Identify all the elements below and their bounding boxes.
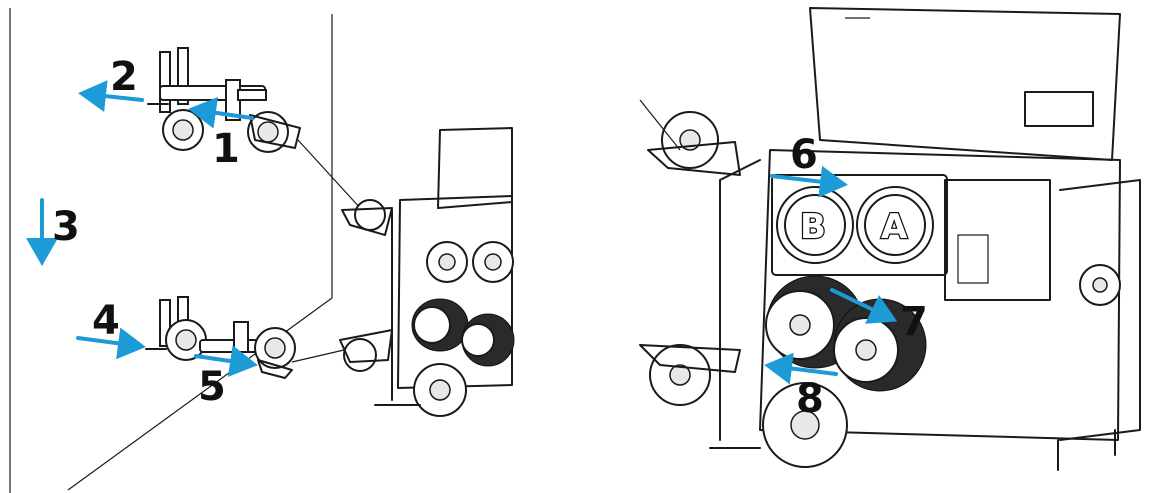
machine-front-frame bbox=[719, 159, 761, 441]
cart-arm bbox=[249, 114, 301, 149]
spool-plate bbox=[771, 174, 948, 276]
arrow-step-4 bbox=[76, 327, 146, 360]
step-number-3: 3 bbox=[52, 204, 80, 250]
spool-label-b: B bbox=[800, 207, 826, 247]
arrow-step-6 bbox=[770, 165, 848, 198]
upper-cart bbox=[147, 47, 301, 153]
step-number-8: 8 bbox=[796, 376, 824, 422]
spool-hub bbox=[484, 253, 502, 271]
side-wheel bbox=[354, 199, 386, 231]
cart-post bbox=[159, 51, 171, 113]
control-panel bbox=[944, 179, 1051, 301]
step-number-7: 7 bbox=[900, 299, 928, 345]
cart-bracket bbox=[237, 89, 267, 101]
drive-roll bbox=[461, 323, 495, 357]
side-wheel-hub bbox=[669, 364, 691, 386]
drive-roll-hub bbox=[789, 314, 811, 336]
drive-roll bbox=[413, 306, 451, 344]
arrow-step-8 bbox=[764, 352, 838, 385]
wheel-hub bbox=[257, 121, 279, 143]
step-number-5: 5 bbox=[198, 364, 226, 410]
machine-body bbox=[397, 195, 513, 389]
wheel-hub bbox=[264, 337, 286, 359]
left-panel: 2 1 3 4 5 bbox=[9, 8, 515, 493]
wheel-hub bbox=[175, 329, 197, 351]
side-wheel bbox=[343, 338, 377, 372]
wheel-hub bbox=[172, 119, 194, 141]
cable bbox=[297, 139, 363, 211]
floor-line bbox=[67, 297, 333, 491]
spool-a-ring bbox=[864, 194, 926, 256]
step-number-2: 2 bbox=[110, 54, 138, 100]
cart-bracket bbox=[233, 321, 249, 353]
spool-b bbox=[776, 186, 854, 264]
spool-a bbox=[856, 186, 934, 264]
panel-window bbox=[957, 234, 989, 284]
side-wheel-hub bbox=[1092, 277, 1108, 293]
spool-hub bbox=[438, 253, 456, 271]
cart-arm bbox=[257, 359, 293, 379]
cart-post bbox=[177, 47, 189, 105]
right-panel: B A 6 7 8 bbox=[639, 7, 1141, 471]
machine-lid-open bbox=[809, 7, 1121, 161]
spool-label-a: A bbox=[881, 207, 908, 247]
step-number-6: 6 bbox=[790, 132, 818, 178]
machine-wheel-hub bbox=[790, 410, 820, 440]
machine-side-frame bbox=[1059, 179, 1141, 441]
cable bbox=[291, 349, 345, 363]
step-number-1: 1 bbox=[212, 126, 240, 172]
drive-roll-hub bbox=[855, 339, 877, 361]
machine-partial bbox=[339, 127, 515, 417]
side-arm bbox=[339, 329, 393, 363]
spool-b-ring bbox=[784, 194, 846, 256]
cart-post bbox=[159, 299, 171, 347]
arrow-step-7 bbox=[830, 288, 898, 324]
arrow-step-1 bbox=[188, 96, 254, 129]
cart-frame-bar bbox=[199, 339, 261, 353]
arrow-step-2 bbox=[78, 80, 144, 113]
lid-label-plate bbox=[1024, 91, 1094, 127]
side-arm bbox=[647, 141, 741, 176]
side-arm bbox=[639, 344, 741, 373]
cable bbox=[639, 99, 681, 151]
machine-body bbox=[759, 149, 1121, 441]
arrow-step-5 bbox=[194, 345, 258, 377]
side-arm bbox=[341, 207, 393, 236]
step-number-4: 4 bbox=[92, 298, 120, 344]
machine-wheel-hub bbox=[429, 379, 451, 401]
